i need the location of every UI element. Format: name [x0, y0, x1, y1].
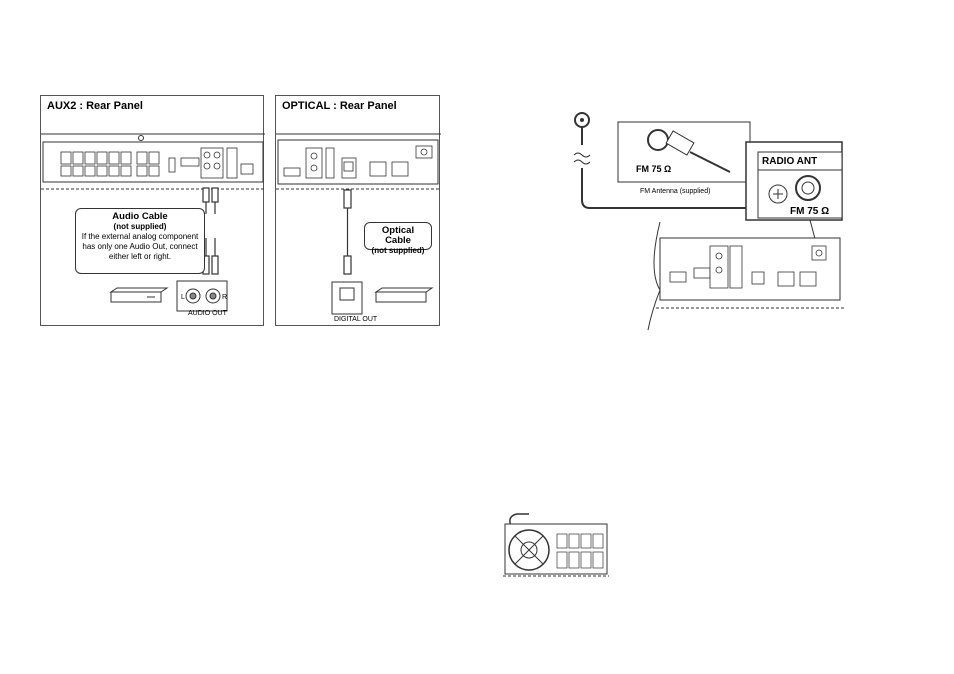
fm-port-label: FM 75 Ω — [790, 206, 829, 217]
aux2-panel: AUX2 : Rear Panel — [40, 95, 264, 326]
audio-cable-title: Audio Cable — [80, 212, 200, 222]
audio-out-right-label: R — [222, 294, 227, 301]
radio-ant-title: RADIO ANT — [762, 156, 817, 167]
fm-antenna-diagram: RADIO ANT FM 75 Ω FM 75 Ω FM Antenna (su… — [560, 100, 860, 335]
audio-out-left-label: L — [181, 294, 185, 301]
fm-antenna-illustration — [560, 100, 860, 335]
optical-cable-subtitle: (not supplied) — [369, 246, 427, 256]
optical-panel: OPTICAL : Rear Panel — [275, 95, 440, 326]
fm-zoom-label: FM 75 Ω — [636, 164, 671, 174]
speaker-terminal-illustration — [503, 512, 609, 580]
audio-out-port-label: AUDIO OUT — [188, 310, 227, 317]
optical-diagram — [276, 96, 441, 327]
fm-antenna-caption: FM Antenna (supplied) — [640, 188, 710, 195]
optical-cable-callout: Optical Cable (not supplied) — [364, 222, 432, 250]
speaker-terminal-diagram — [503, 512, 609, 580]
optical-cable-title: Optical Cable — [369, 226, 427, 246]
digital-out-port-label: DIGITAL OUT — [334, 316, 377, 323]
audio-cable-subtitle: (not supplied) — [80, 222, 200, 232]
audio-cable-note: If the external analog component has onl… — [80, 232, 200, 262]
audio-cable-callout: Audio Cable (not supplied) If the extern… — [75, 208, 205, 274]
